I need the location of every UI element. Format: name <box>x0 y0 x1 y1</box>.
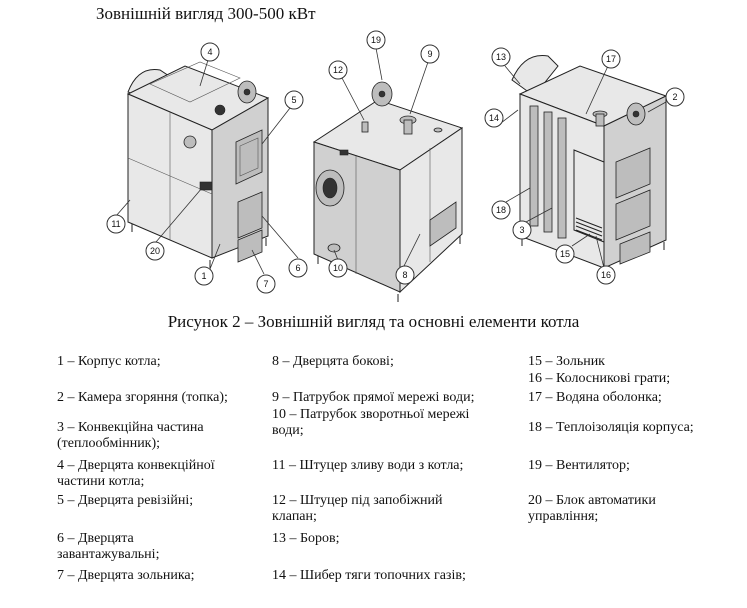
legend-item: 11 – Штуцер зливу води з котла; <box>272 458 464 473</box>
legend-item: 9 – Патрубок прямої мережі води; <box>272 390 475 405</box>
legend-item: 12 – Штуцер під запобіжний клапан; <box>272 493 443 524</box>
legend-item: 20 – Блок автоматики управління; <box>528 493 656 524</box>
svg-text:4: 4 <box>207 47 212 57</box>
legend-item: 13 – Боров; <box>272 531 340 546</box>
legend-item: 8 – Дверцята бокові; <box>272 354 394 369</box>
svg-text:1: 1 <box>201 271 206 281</box>
svg-text:12: 12 <box>333 65 343 75</box>
callouts-view-rear: 19 12 9 10 8 <box>328 30 440 285</box>
legend-item: 19 – Вентилятор; <box>528 458 630 473</box>
figure-caption: Рисунок 2 – Зовнішній вигляд та основні … <box>167 312 580 331</box>
svg-text:10: 10 <box>333 263 343 273</box>
legend-item: 3 – Конвекційна частина (теплообмінник); <box>57 420 204 451</box>
legend-item: 1 – Корпус котла; <box>57 354 161 369</box>
callout-19: 19 <box>366 30 386 50</box>
svg-text:18: 18 <box>496 205 506 215</box>
svg-text:15: 15 <box>560 249 570 259</box>
svg-text:19: 19 <box>371 35 381 45</box>
svg-text:7: 7 <box>263 279 268 289</box>
callout-15: 15 <box>555 244 575 264</box>
callouts-view-front: 1 4 5 6 7 11 20 <box>106 42 308 294</box>
callout-5: 5 <box>284 90 304 110</box>
callout-8: 8 <box>395 265 415 285</box>
svg-text:9: 9 <box>427 49 432 59</box>
callout-2: 2 <box>665 87 685 107</box>
callout-11: 11 <box>106 214 126 234</box>
callout-3: 3 <box>512 220 532 240</box>
svg-text:16: 16 <box>601 270 611 280</box>
legend-item: 2 – Камера згоряння (топка); <box>57 390 228 405</box>
legend-item: 6 – Дверцята завантажувальні; <box>57 531 160 562</box>
callout-1: 1 <box>194 266 214 286</box>
callout-12: 12 <box>328 60 348 80</box>
svg-text:6: 6 <box>295 263 300 273</box>
svg-text:8: 8 <box>402 270 407 280</box>
callout-4: 4 <box>200 42 220 62</box>
page-title: Зовнішній вигляд 300-500 кВт <box>96 4 316 23</box>
legend-item: 18 – Теплоізоляція корпуса; <box>528 420 694 435</box>
callout-9: 9 <box>420 44 440 64</box>
boiler-figure: 1 4 5 6 7 11 20 19 12 9 10 8 13 14 17 2 <box>106 30 685 302</box>
legend-item: 17 – Водяна оболонка; <box>528 390 662 405</box>
boiler-view-front <box>126 61 270 268</box>
legend-item: 14 – Шибер тяги топочних газів; <box>272 568 466 583</box>
legend-item: 7 – Дверцята зольника; <box>57 568 195 583</box>
svg-text:13: 13 <box>496 52 506 62</box>
callout-14: 14 <box>484 108 504 128</box>
callout-13: 13 <box>491 47 511 67</box>
callout-16: 16 <box>596 265 616 285</box>
svg-text:5: 5 <box>291 95 296 105</box>
boiler-view-cutaway <box>511 55 668 278</box>
callout-10: 10 <box>328 258 348 278</box>
svg-text:14: 14 <box>489 113 499 123</box>
svg-text:20: 20 <box>150 246 160 256</box>
callout-6: 6 <box>288 258 308 278</box>
legend-item: 5 – Дверцята ревізійні; <box>57 493 194 508</box>
svg-text:11: 11 <box>111 219 120 229</box>
callout-18: 18 <box>491 200 511 220</box>
callout-7: 7 <box>256 274 276 294</box>
svg-text:3: 3 <box>519 225 524 235</box>
legend-item: 16 – Колосникові грати; <box>528 371 671 386</box>
legend-item: 15 – Зольник <box>528 354 605 369</box>
legend: 1 – Корпус котла; 2 – Камера згоряння (т… <box>0 350 747 608</box>
callouts-view-cutaway: 13 14 17 2 18 3 15 16 <box>484 47 685 285</box>
svg-text:2: 2 <box>672 92 677 102</box>
callout-20: 20 <box>145 241 165 261</box>
legend-item: 4 – Дверцята конвекційної частини котла; <box>57 458 215 489</box>
legend-item: 10 – Патрубок зворотньої мережі води; <box>272 407 470 438</box>
callout-17: 17 <box>601 49 621 69</box>
svg-text:17: 17 <box>606 54 616 64</box>
